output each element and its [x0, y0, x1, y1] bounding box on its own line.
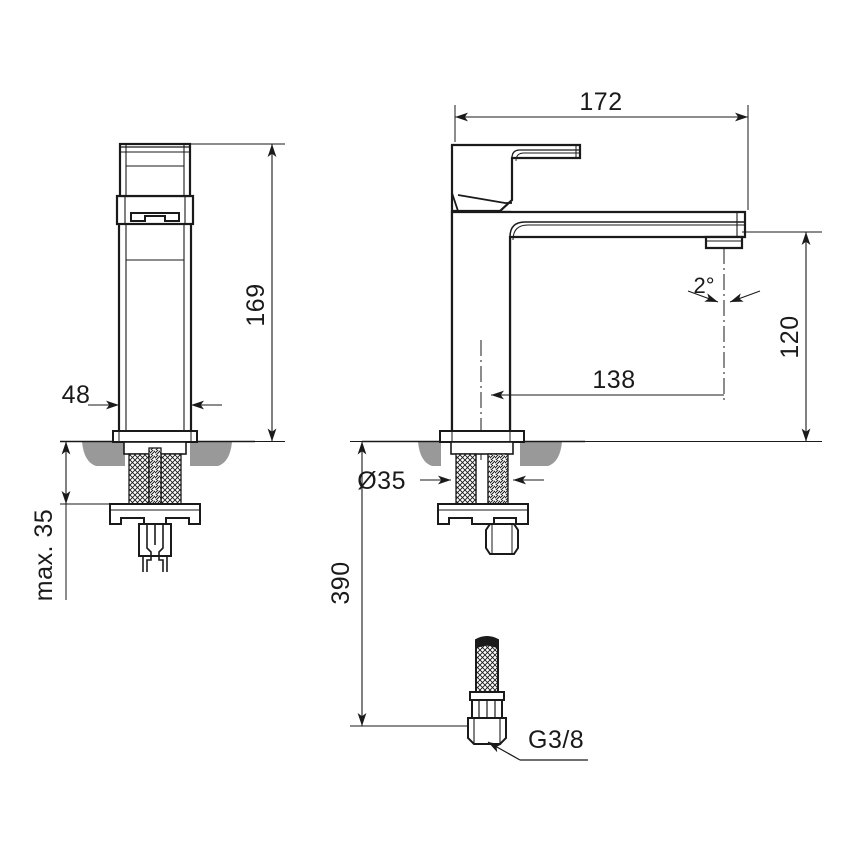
dimension-max-35: max. 35 [30, 441, 110, 601]
dimension-height-120: 120 [585, 231, 822, 442]
dimension-label-120: 120 [776, 315, 804, 358]
front-view-group: 169 48 max. 35 [30, 142, 285, 601]
side-view-group: 172 120 138 2° Ø35 [327, 88, 822, 727]
side-hex-nut [485, 523, 519, 555]
front-cartridge-collar [115, 194, 195, 226]
angle-label-2deg: 2° [693, 273, 714, 298]
hose-detail-group: G3/8 [467, 636, 588, 761]
front-base-flange [112, 430, 198, 443]
angle-callout-2deg: 2° [687, 273, 761, 303]
dimension-label-390: 390 [327, 561, 355, 604]
side-base-flange [439, 430, 525, 443]
front-lever-handle [118, 142, 192, 198]
thread-label-g38: G3/8 [528, 726, 584, 754]
front-mounting-shank [123, 441, 187, 505]
dimension-label-169: 169 [242, 283, 270, 326]
dimension-length-172: 172 [454, 88, 749, 210]
dimension-reach-138: 138 [491, 366, 724, 400]
side-lever-handle [450, 143, 582, 213]
dimension-label-max-35: max. 35 [30, 509, 58, 601]
side-counter-hatch [418, 442, 562, 466]
front-counter-hatch [82, 442, 232, 466]
side-mounting-shank [450, 441, 514, 505]
thread-callout-g38: G3/8 [487, 726, 588, 761]
dimension-label-48: 48 [62, 381, 91, 409]
front-body [117, 219, 193, 434]
dimension-label-diameter-35: Ø35 [357, 467, 406, 495]
dimension-label-138: 138 [592, 366, 635, 394]
dimension-width-48: 48 [62, 381, 222, 432]
side-aerator-outlet [704, 235, 744, 250]
dimension-length-390: 390 [327, 441, 470, 727]
hose-top-cut [475, 636, 499, 650]
dimension-height-169: 169 [190, 143, 285, 442]
hose-hex-nut [467, 717, 507, 745]
dimension-label-172: 172 [579, 88, 622, 116]
front-lower-stud [138, 523, 172, 572]
hose-collar [469, 691, 505, 719]
